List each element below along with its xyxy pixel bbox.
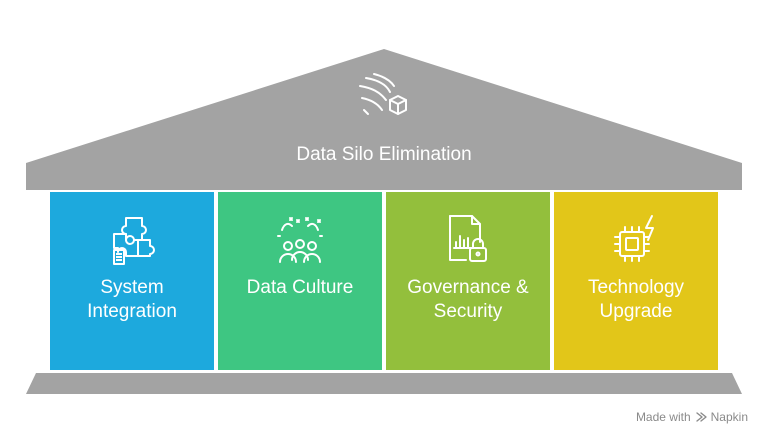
pillar-governance-security: Governance & Security bbox=[386, 192, 550, 370]
pillar-label-line2: Integration bbox=[87, 301, 177, 322]
pillar-label-line1: System bbox=[100, 277, 164, 298]
roof-title: Data Silo Elimination bbox=[296, 144, 472, 165]
pillar-system-integration: System Integration bbox=[50, 192, 214, 370]
pillar-label-line2: Security bbox=[433, 301, 503, 322]
pillar-label-line1: Governance & bbox=[407, 277, 529, 298]
people-celebration-icon bbox=[277, 217, 323, 263]
pillar-label-line1: Data Culture bbox=[246, 277, 354, 298]
made-with-napkin-badge[interactable]: Made with Napkin bbox=[636, 410, 748, 424]
puzzle-integration-icon bbox=[113, 217, 155, 265]
pillar-technology-upgrade: Technology Upgrade bbox=[554, 192, 718, 370]
pillar-label-line1: Technology bbox=[587, 277, 685, 298]
data-flow-cube-icon bbox=[359, 73, 407, 115]
pillar-data-culture: Data Culture bbox=[218, 192, 382, 370]
chip-lightning-icon bbox=[614, 215, 654, 262]
pillar-label-line2: Upgrade bbox=[599, 301, 673, 322]
document-lock-icon bbox=[449, 215, 487, 262]
made-with-label: Made with bbox=[635, 410, 691, 424]
napkin-brand-label: Napkin bbox=[710, 410, 748, 424]
napkin-logo-icon bbox=[695, 412, 707, 422]
